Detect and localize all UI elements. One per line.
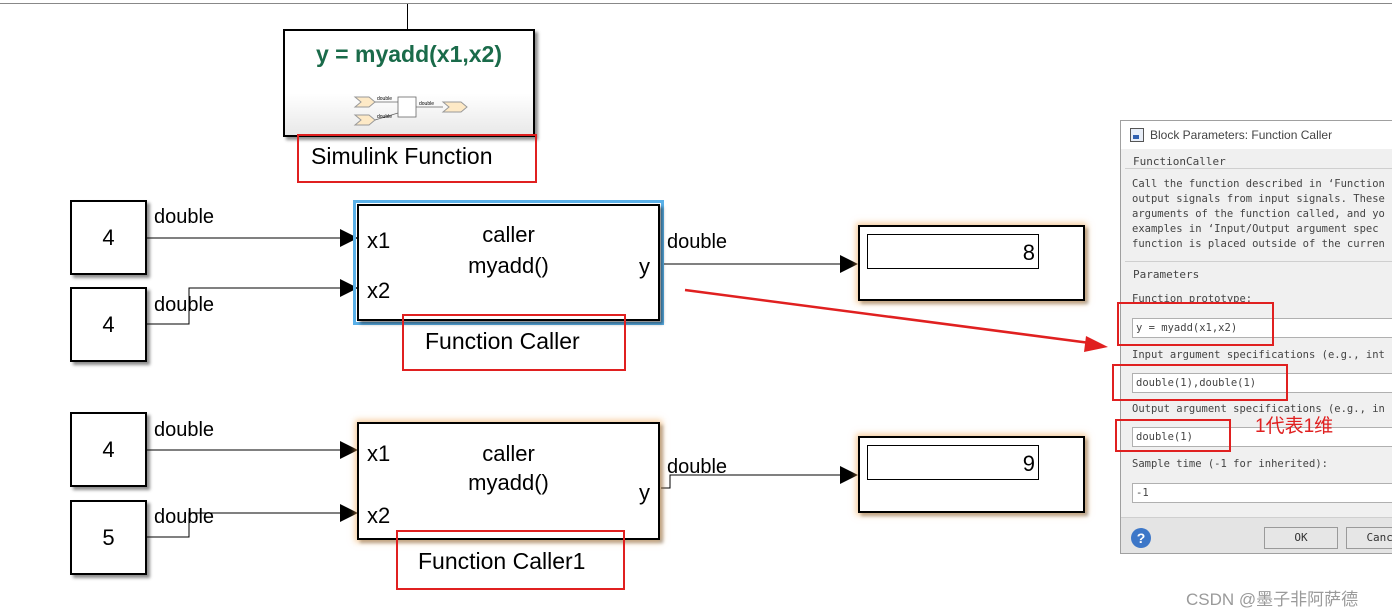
constant-value: 4: [102, 224, 115, 250]
signal-label: double: [667, 456, 728, 478]
sample-time-field[interactable]: -1: [1132, 483, 1392, 503]
arrowhead: [340, 279, 358, 297]
signal-label: double: [154, 419, 215, 441]
display-block[interactable]: 9: [858, 436, 1085, 513]
preview-input-port-1: [353, 96, 376, 108]
annotation-text: 1代表1维: [1255, 416, 1334, 437]
dialog-title: Block Parameters: Function Caller: [1150, 128, 1333, 142]
highlight-box: [402, 314, 626, 371]
description-line: examples in ‘Input/Output argument spec: [1132, 223, 1379, 235]
display-field: 8: [867, 234, 1039, 269]
signal-label: double: [154, 506, 215, 528]
signal-line: [661, 474, 842, 489]
field-label: Input argument specifications (e.g., int: [1132, 349, 1385, 361]
simulink-icon: [1130, 128, 1144, 142]
input-port-label: x1: [367, 441, 391, 466]
highlight-box: [297, 134, 537, 183]
ok-button[interactable]: OK: [1264, 527, 1338, 549]
simulink-function-preview-icon: double double double: [353, 96, 468, 126]
arrowhead: [340, 441, 358, 459]
constant-value: 4: [102, 311, 115, 337]
display-value: 8: [1022, 240, 1035, 265]
highlight-box: [1115, 419, 1231, 452]
arrowhead: [840, 466, 858, 484]
cancel-button[interactable]: Cance: [1346, 527, 1392, 549]
constant-value: 5: [102, 524, 115, 550]
function-caller-block[interactable]: x1 x2 y caller myadd(): [357, 204, 660, 321]
highlight-box: [1117, 302, 1274, 346]
description-line: function is placed outside of the curren: [1132, 238, 1385, 250]
constant-block[interactable]: 4: [70, 412, 147, 487]
field-value: -1: [1136, 487, 1149, 499]
display-field: 9: [867, 445, 1039, 480]
arrowhead: [340, 229, 358, 247]
constant-value: 4: [102, 436, 115, 462]
top-border-line: [0, 3, 1392, 4]
divider: [1125, 261, 1392, 262]
simulink-function-tag: Simulink Function: [311, 143, 493, 169]
caller-title: caller: [482, 441, 535, 466]
simulink-function-prototype: y = myadd(x1,x2): [315, 41, 502, 67]
input-port-label: x2: [367, 278, 391, 303]
input-port-label: x1: [367, 228, 391, 253]
description-text: Call the function described in ‘Function…: [1132, 177, 1385, 252]
constant-block[interactable]: 4: [70, 287, 147, 362]
description-line: Call the function described in ‘Function: [1132, 178, 1385, 190]
selection-outline: [353, 200, 664, 325]
dialog-titlebar[interactable]: Block Parameters: Function Caller: [1121, 121, 1392, 149]
arrowhead: [340, 504, 358, 522]
description-line: output signals from input signals. These: [1132, 193, 1385, 205]
signal-label: double: [154, 206, 215, 228]
output-spec-field[interactable]: double(1): [1132, 427, 1392, 447]
annotation-arrowhead: [1084, 336, 1108, 352]
group-label: FunctionCaller: [1133, 155, 1229, 168]
divider: [1125, 168, 1392, 169]
output-port-label: y: [639, 480, 650, 505]
preview-output-port: [441, 101, 468, 113]
preview-label: double: [419, 101, 434, 107]
group-label: Parameters: [1133, 268, 1200, 281]
watermark: CSDN @墨子非阿萨德: [1186, 590, 1359, 609]
caller-title: caller: [482, 222, 535, 247]
highlight-box: [396, 530, 625, 590]
description-line: arguments of the function called, and yo: [1132, 208, 1385, 220]
prototype-field[interactable]: y = myadd(x1,x2): [1132, 318, 1392, 338]
block-parameters-dialog: Block Parameters: Function Caller Functi…: [1120, 120, 1392, 554]
signal-line: [147, 512, 342, 538]
constant-block[interactable]: 5: [70, 500, 147, 575]
function-trigger-line: [407, 4, 408, 30]
function-caller-block[interactable]: x1 x2 y caller myadd(): [357, 422, 660, 540]
display-block[interactable]: 8: [858, 225, 1085, 301]
field-value: double(1): [1136, 431, 1193, 443]
field-value: double(1),double(1): [1136, 377, 1257, 389]
help-icon[interactable]: ?: [1131, 528, 1151, 548]
arrowhead: [840, 255, 858, 273]
preview-input-port-2: [353, 114, 376, 126]
signal-label: double: [667, 231, 728, 253]
simulink-function-block[interactable]: y = myadd(x1,x2) double double double: [283, 29, 535, 137]
field-label: Output argument specifications (e.g., in: [1132, 403, 1385, 415]
caller-function-name: myadd(): [468, 470, 549, 495]
constant-block[interactable]: 4: [70, 200, 147, 275]
caller-function-name: myadd(): [468, 253, 549, 278]
input-spec-field[interactable]: double(1),double(1): [1132, 373, 1392, 393]
field-value: y = myadd(x1,x2): [1136, 322, 1238, 334]
function-caller-tag: Function Caller: [425, 328, 580, 354]
function-caller-tag: Function Caller1: [418, 548, 586, 574]
output-port-label: y: [639, 254, 650, 279]
preview-line: [374, 112, 399, 121]
preview-label: double: [377, 114, 392, 120]
signal-label: double: [154, 294, 215, 316]
annotation-arrow: [684, 288, 1091, 345]
display-value: 9: [1022, 451, 1035, 476]
preview-label: double: [377, 96, 392, 102]
field-label: Sample time (-1 for inherited):: [1132, 458, 1328, 470]
signal-line: [147, 287, 342, 325]
input-port-label: x2: [367, 503, 391, 528]
highlight-box: [1112, 364, 1288, 401]
